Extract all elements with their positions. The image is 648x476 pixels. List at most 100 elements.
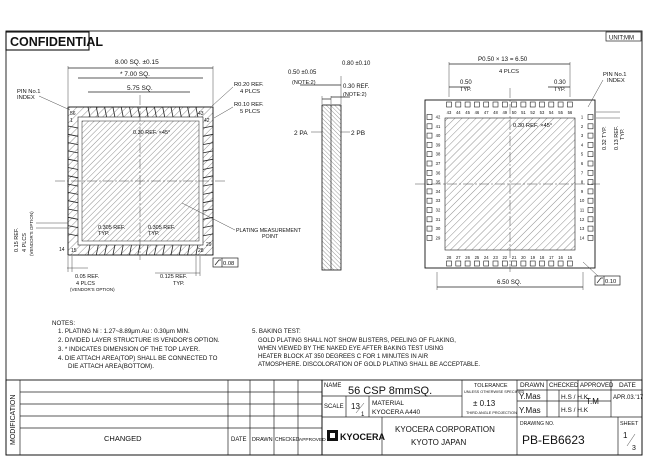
- bottom-pad-bottom: [557, 260, 564, 267]
- checked-by: H.S / H.K: [561, 394, 589, 401]
- top-lead-finger: [202, 125, 214, 129]
- top-lead-finger: [145, 244, 149, 256]
- bottom-pad-top: [567, 101, 573, 108]
- bottom-pin-number: 1: [581, 115, 584, 120]
- bottom-pin-number: 24: [484, 255, 489, 260]
- drawn-by: Y.Mas: [519, 392, 541, 401]
- bottom-pin-number: 35: [436, 180, 441, 185]
- top-side-plcs: 4 PLCS: [22, 233, 28, 252]
- checked-by-2: H.S / H.K: [561, 407, 589, 414]
- top-lead-finger: [187, 244, 190, 256]
- bottom-pin-number: 56: [568, 110, 573, 115]
- bottom-pad-top: [501, 101, 508, 108]
- bottom-pad-bottom: [539, 260, 545, 267]
- bottom-pin-number: 34: [436, 189, 441, 194]
- top-chamfer: 0.30 REF. ×45°: [133, 130, 170, 136]
- bottom-pin-number: 3: [581, 133, 584, 138]
- bottom-pad-left: [426, 207, 433, 213]
- sheet-den: 3: [632, 445, 636, 452]
- note-5c: HEATER BLOCK AT 350 DEGREES C FOR 1 MINU…: [258, 354, 429, 360]
- note-5b: WHEN VIEWED BY THE NAKED EYE AFTER BAKIN…: [258, 346, 444, 352]
- side-label-pa: 2 PA: [294, 130, 308, 137]
- bottom-pitch-050-typ: TYP.: [460, 87, 472, 93]
- bottom-pad-left: [426, 142, 433, 148]
- bottom-pad-bottom: [464, 260, 471, 267]
- note-3: 3. * INDICATES DIMENSION OF THE TOP LAYE…: [58, 346, 200, 353]
- top-lead-finger: [195, 244, 199, 256]
- top-lead-finger: [67, 125, 79, 129]
- bottom-pin-number: 25: [475, 255, 480, 260]
- bottom-pad-top: [446, 101, 452, 108]
- bottom-pin-number: 21: [512, 255, 517, 260]
- top-lead-dim: 0.125 REF.: [160, 274, 188, 280]
- bottom-pad-right: [587, 179, 594, 185]
- side-dim-thickness-note: (NOTE:2): [292, 80, 316, 86]
- bottom-pin-number: 6: [581, 161, 584, 166]
- bottom-pitch-050: 0.50: [460, 80, 472, 86]
- drawn-col-label: DRAWN: [252, 437, 273, 443]
- top-lead-finger: [67, 192, 79, 195]
- name-label: NAME: [324, 383, 341, 389]
- scale-num: 13: [351, 402, 360, 411]
- note-5a: GOLD PLATING SHALL NOT SHOW BLISTERS, PE…: [258, 338, 456, 344]
- top-lead-finger: [67, 208, 79, 212]
- side-view: 0.50 ±0.05 (NOTE:2) 0.80 ±0.10 0.30 REF.…: [288, 61, 371, 271]
- top-lead-finger: [137, 106, 141, 118]
- bottom-pad-030: 0.30: [554, 80, 566, 86]
- side-view-body: [321, 104, 342, 271]
- side-dim-total: 0.80 ±0.10: [342, 61, 371, 67]
- top-lead-finger: [178, 244, 182, 256]
- bottom-pad-left: [426, 160, 433, 167]
- bottom-pin-number: 47: [484, 110, 489, 115]
- top-dim-inner: * 7.00 SQ.: [120, 71, 150, 78]
- bottom-pin-number: 29: [436, 235, 441, 240]
- top-lead-finger: [95, 106, 99, 118]
- top-lead-finger: [154, 106, 157, 118]
- bottom-r013-typ: TYP.: [620, 128, 626, 140]
- top-lead-finger: [67, 133, 79, 137]
- bottom-pad-left: [426, 197, 433, 204]
- bottom-pad-bottom: [492, 260, 499, 267]
- bottom-pad-bottom: [455, 260, 462, 267]
- sheet-num: 1: [623, 431, 628, 440]
- scale-den: 1: [361, 412, 365, 418]
- bottom-pin-number: 28: [447, 255, 452, 260]
- top-r2: R0.10 REF.: [234, 102, 264, 108]
- bottom-pin-number: 16: [558, 255, 563, 260]
- top-lead-finger: [202, 183, 214, 187]
- top-bottom-plcs: 4 PLCS: [76, 281, 95, 287]
- top-view: 8.00 SQ. ±0.15 * 7.00 SQ. 5.75 SQ. R0.20…: [14, 59, 302, 292]
- bottom-pad-top: [464, 101, 471, 108]
- bottom-pad-top: [511, 101, 517, 108]
- bottom-pin-number: 33: [436, 198, 441, 203]
- top-lead-finger: [67, 216, 79, 220]
- unit-label: UNIT:MM: [609, 36, 634, 42]
- sheet-label: SHEET: [620, 421, 639, 427]
- bottom-flatness: 0.10: [605, 279, 616, 285]
- bottom-pin-number: 54: [549, 110, 554, 115]
- bottom-pad-top: [529, 101, 536, 108]
- bottom-pin-number: 19: [530, 255, 535, 260]
- bottom-pin-number: 12: [580, 217, 585, 222]
- drawing-no-label: DRAWING NO.: [520, 421, 554, 427]
- checked-col-label: CHECKED: [275, 437, 300, 443]
- side-label-pb: 2 PB: [351, 130, 365, 137]
- bottom-pitch-plcs: 4 PLCS: [499, 69, 519, 75]
- top-pin-56: 56: [70, 111, 76, 117]
- bottom-pin-number: 48: [493, 110, 498, 115]
- bottom-pin-number: 37: [436, 161, 441, 166]
- top-lead-finger: [145, 106, 149, 118]
- plating-point-label: PLATING MEASUREMENT: [236, 228, 302, 234]
- bottom-dim-650: 6.50 SQ.: [497, 279, 522, 286]
- top-typ-right: TYP.: [148, 231, 160, 237]
- bottom-pin-number: 14: [580, 235, 585, 240]
- bottom-pad-right: [587, 225, 594, 232]
- top-lead-finger: [202, 233, 214, 237]
- notes: NOTES: 1. PLATING Ni : 1.27~8.89μm Au : …: [52, 320, 480, 370]
- top-r1-plcs: 4 PLCS: [240, 89, 260, 95]
- bottom-pad-top: [520, 101, 527, 108]
- top-lead-finger: [104, 244, 107, 256]
- bottom-pin-number: 42: [436, 115, 441, 120]
- top-lead-finger: [67, 158, 79, 162]
